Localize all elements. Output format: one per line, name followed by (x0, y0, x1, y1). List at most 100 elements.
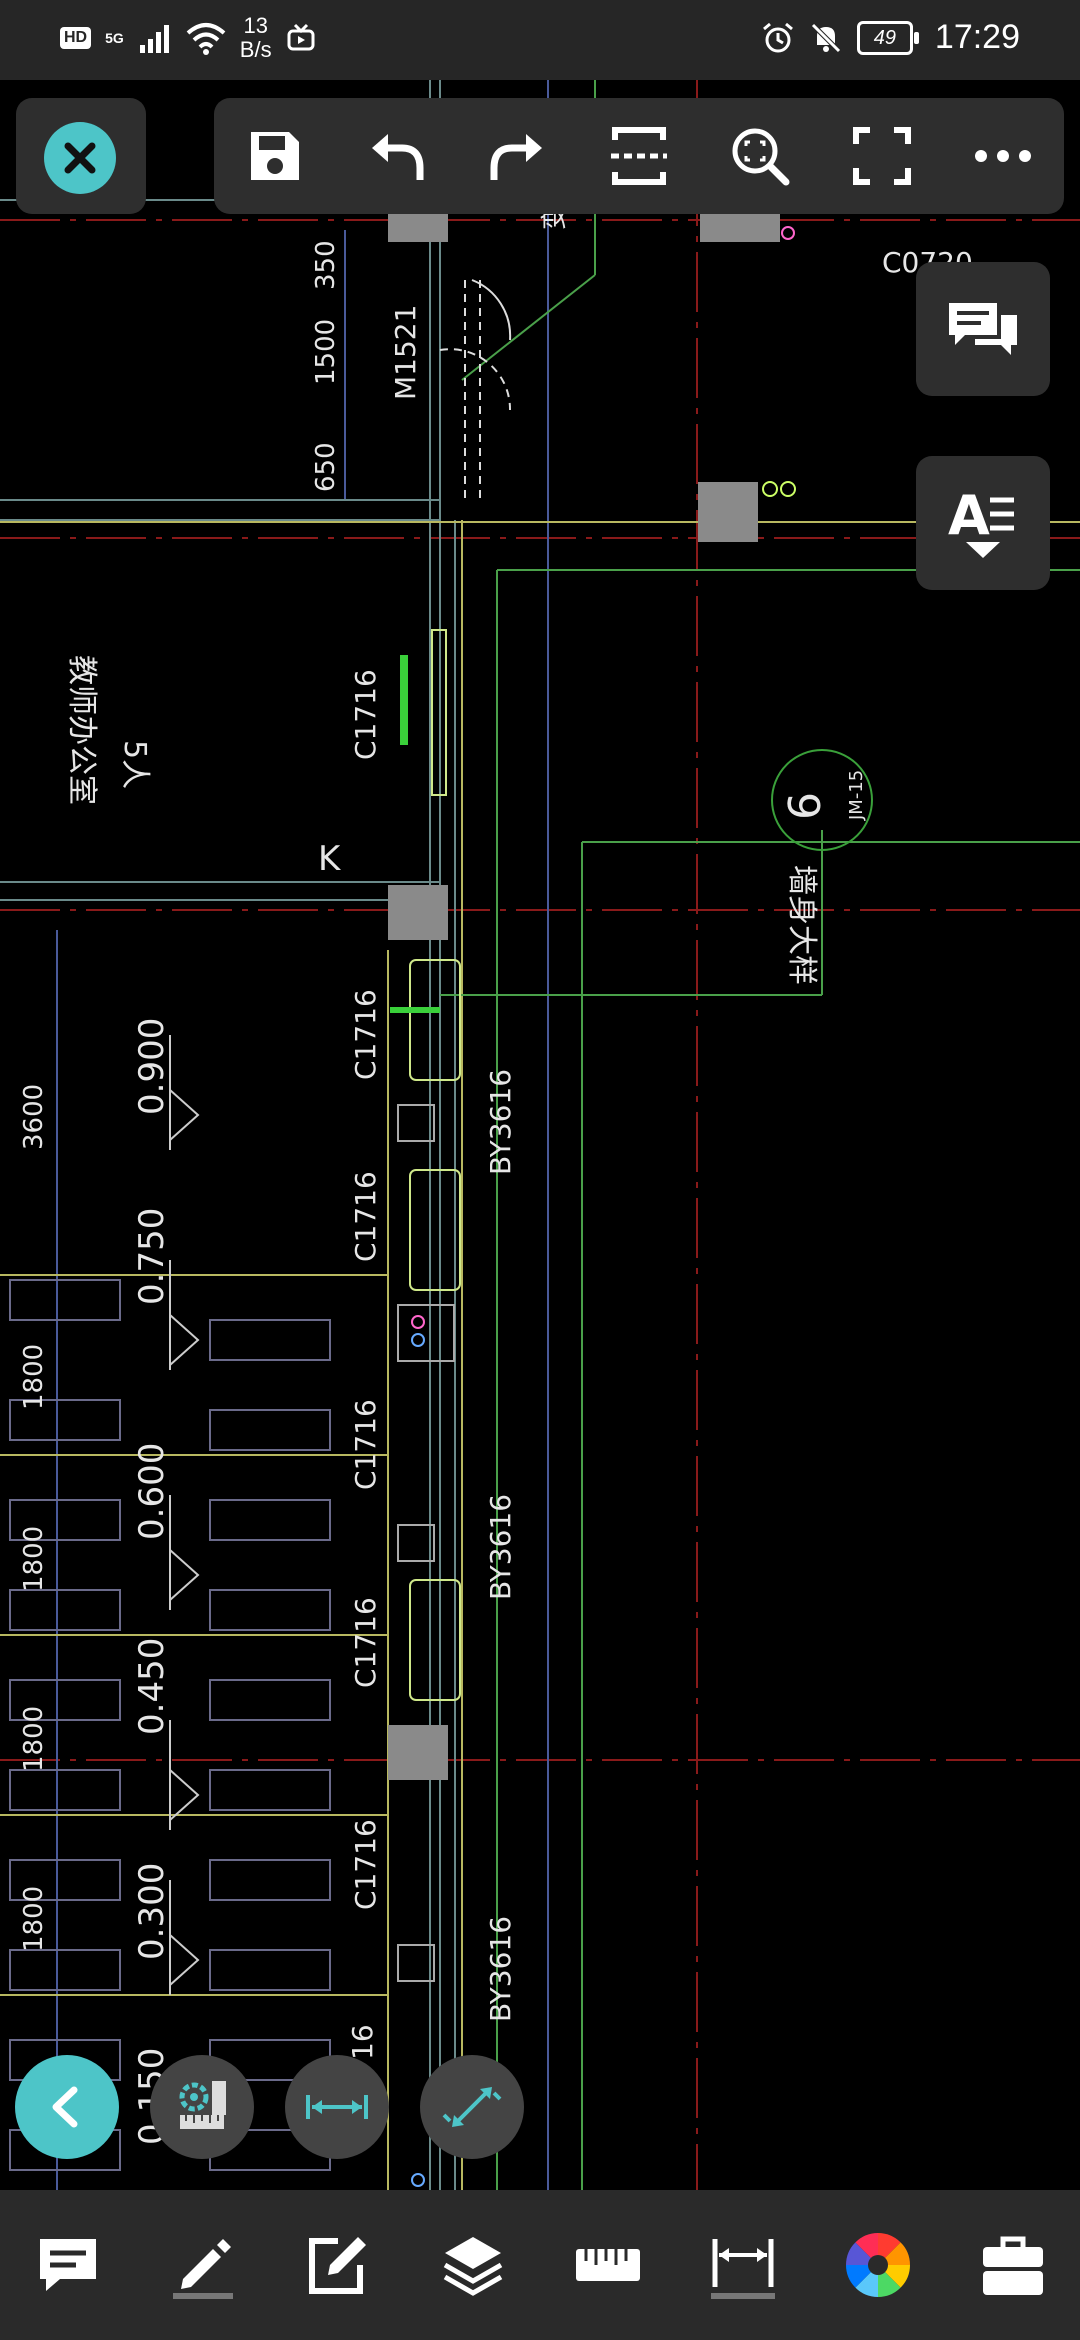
edit-icon (308, 2237, 366, 2294)
back-button[interactable] (15, 2055, 119, 2159)
window-c1716-2: C1716 (349, 989, 382, 1080)
select-region-icon (610, 127, 667, 185)
undo-icon (372, 134, 424, 180)
elevation-markers (169, 1035, 200, 1995)
save-icon (250, 132, 299, 180)
section-k: K (318, 839, 342, 879)
zoom-extents-button[interactable] (720, 116, 800, 196)
ruler-icon (575, 2249, 640, 2281)
text-style-icon: A (948, 486, 1014, 542)
battery-indicator: 49 (856, 20, 919, 55)
window-frames (409, 629, 461, 1701)
dimension-icon (710, 2239, 775, 2299)
zoom-extents-icon (732, 128, 790, 186)
window-c1716-5: C1716 (349, 1597, 382, 1688)
fullscreen-button[interactable] (842, 116, 922, 196)
comments-button[interactable] (916, 262, 1050, 396)
save-button[interactable] (235, 116, 315, 196)
close-panel (16, 98, 146, 214)
annotation-icon (39, 2239, 96, 2291)
by-label-2: BY3616 (484, 1494, 517, 1600)
color-wheel-icon (845, 2233, 910, 2297)
clock: 17:29 (934, 18, 1020, 56)
more-icon (975, 150, 1032, 162)
redo-button[interactable] (478, 116, 558, 196)
aligned-dimension-button[interactable] (420, 2055, 524, 2159)
more-button[interactable] (963, 116, 1043, 196)
hd-badge: HD (60, 27, 92, 49)
left-dim-1800-2: 1800 (19, 1526, 49, 1592)
toolbox-button[interactable] (968, 2220, 1058, 2310)
layers-icon (443, 2237, 502, 2296)
text-style-button[interactable]: A (916, 456, 1050, 590)
window-c1716-6: C1716 (349, 1819, 382, 1910)
ruler-button[interactable] (563, 2220, 653, 2310)
svg-text:A: A (948, 486, 990, 542)
status-right: 49 17:29 (761, 18, 1020, 57)
fullscreen-icon (852, 127, 911, 185)
yellow-lines (0, 520, 1080, 2190)
left-dim-1800-1: 1800 (19, 1344, 49, 1410)
linear-dimension-button[interactable] (285, 2055, 389, 2159)
tv-icon (287, 23, 315, 51)
detail-label: 墙身大样 (784, 865, 819, 985)
bottom-toolbar (0, 2190, 1080, 2340)
close-button[interactable] (44, 122, 116, 194)
undo-button[interactable] (356, 116, 436, 196)
elevation-0750: 0.750 (132, 1208, 172, 1305)
axis-lines (0, 80, 1080, 2190)
window-c1716-1: C1716 (349, 669, 382, 760)
network-type: 5G (105, 30, 124, 46)
window-c1716-3: C1716 (349, 1171, 382, 1262)
elevation-0900: 0.900 (132, 1018, 172, 1115)
detail-number: 6 (780, 792, 831, 820)
comments-icon (949, 303, 1017, 355)
redo-icon (490, 134, 542, 180)
door-m1521: M1521 (389, 305, 422, 400)
measure-settings-icon (179, 2081, 226, 2129)
signal-icon (139, 25, 169, 53)
column-blocks (388, 210, 780, 1780)
by-label-1: BY3616 (484, 1069, 517, 1175)
pencil-button[interactable] (158, 2220, 248, 2310)
pencil-icon (172, 2239, 233, 2299)
measure-settings-button[interactable] (150, 2055, 254, 2159)
toolbox-icon (982, 2236, 1043, 2295)
alarm-icon (762, 22, 793, 52)
linear-dimension-icon (306, 2095, 368, 2119)
cad-drawing-canvas[interactable]: 教师办公室 5人 墙身大样 6 JM-15 C0720 M1521 变开 K 1… (0, 80, 1080, 2190)
color-wheel-button[interactable] (833, 2220, 923, 2310)
by-label-3: BY3616 (484, 1916, 517, 2022)
elevation-0450: 0.450 (132, 1638, 172, 1735)
elevation-0600: 0.600 (132, 1443, 172, 1540)
detail-sheet: JM-15 (846, 770, 867, 821)
top-toolbar (214, 98, 1064, 214)
select-region-button[interactable] (599, 116, 679, 196)
grid-lines (56, 80, 549, 2190)
partial-16: 16 (346, 2024, 379, 2060)
small-fixtures (397, 226, 796, 2187)
dim-350: 350 (311, 240, 341, 290)
elevation-0300: 0.300 (132, 1863, 172, 1960)
room-label: 教师办公室 (64, 655, 99, 805)
aligned-dimension-icon (442, 2087, 502, 2127)
left-dim-3600: 3600 (19, 1084, 49, 1150)
green-highlights (390, 655, 440, 1013)
wifi-icon (186, 23, 226, 55)
dimension-button[interactable] (698, 2220, 788, 2310)
mute-icon (811, 22, 841, 53)
back-icon (52, 2086, 78, 2128)
close-icon (64, 142, 96, 174)
layers-button[interactable] (428, 2220, 518, 2310)
annotation-button[interactable] (23, 2220, 113, 2310)
door-m1521 (439, 279, 512, 500)
dim-650: 650 (311, 442, 341, 492)
left-dim-1800-3: 1800 (19, 1706, 49, 1772)
left-dim-1800-4: 1800 (19, 1886, 49, 1952)
room-people: 5人 (117, 740, 152, 789)
window-c1716-4: C1716 (349, 1399, 382, 1490)
edit-button[interactable] (293, 2220, 383, 2310)
chevron-down-icon (966, 542, 1000, 558)
